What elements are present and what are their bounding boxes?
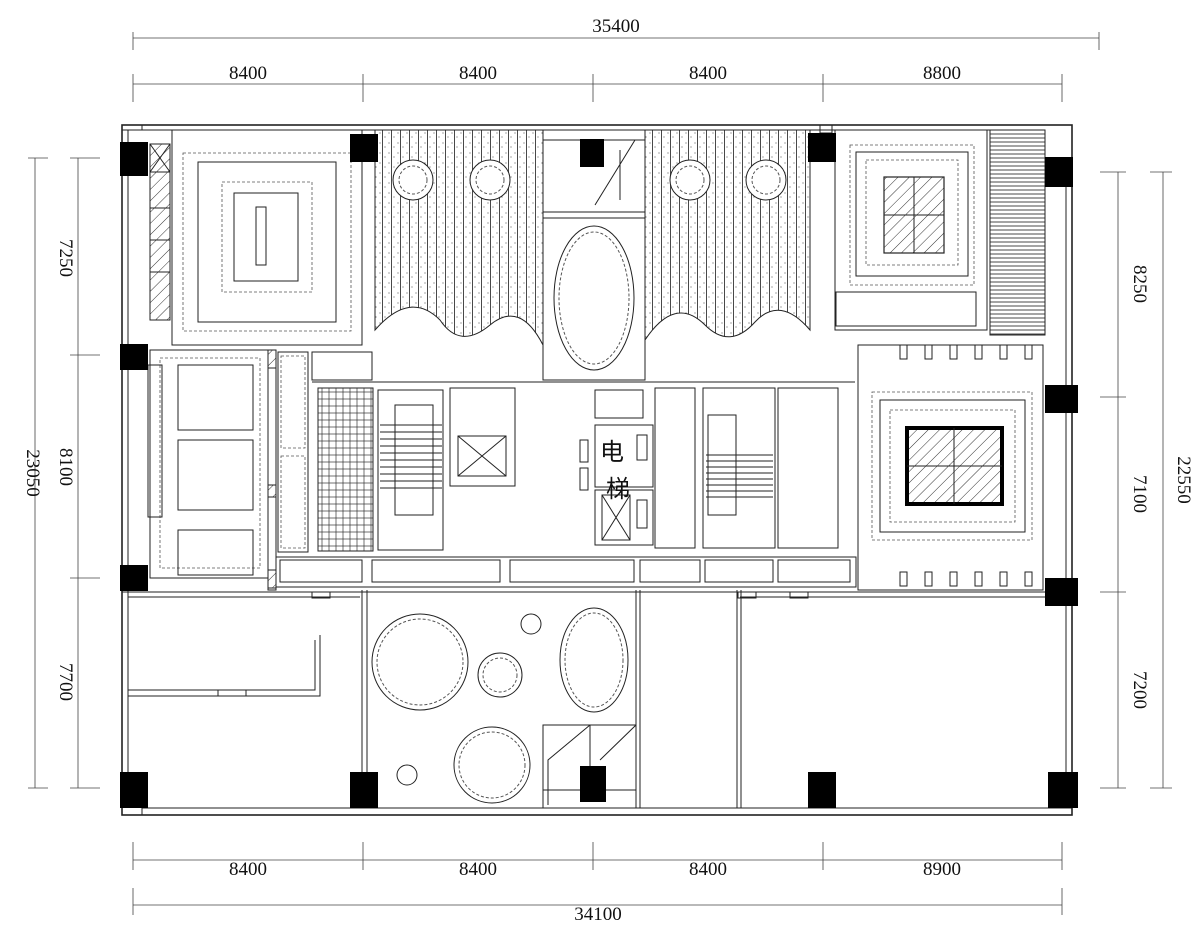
top-total-label: 35400 bbox=[592, 16, 640, 37]
ceiling-grid-area bbox=[317, 387, 374, 552]
ceiling-room-right-middle bbox=[857, 344, 1044, 591]
stairs-right bbox=[702, 387, 776, 549]
right-dimension-segments: 8250 7100 7200 bbox=[1100, 171, 1150, 789]
top-dimension-segments: 8400 8400 8400 8800 bbox=[132, 63, 1063, 102]
ceiling-corridor-panels bbox=[275, 351, 857, 588]
left-dimension-total: 23050 bbox=[22, 157, 48, 789]
bottom-seg-3: 8400 bbox=[689, 859, 727, 880]
bottom-total-label: 34100 bbox=[574, 904, 622, 925]
left-dimension-segments: 7250 8100 7700 bbox=[55, 157, 100, 789]
top-dimension-total: 35400 bbox=[132, 16, 1100, 50]
top-seg-1: 8400 bbox=[229, 63, 267, 84]
bottom-dimension-total: 34100 bbox=[132, 888, 1063, 925]
left-seg-1: 7250 bbox=[55, 239, 76, 277]
stairs-left bbox=[377, 389, 444, 551]
top-seg-2: 8400 bbox=[459, 63, 497, 84]
bottom-dimension-segments: 8400 8400 8400 8900 bbox=[132, 842, 1063, 880]
right-seg-3: 7200 bbox=[1129, 671, 1150, 709]
elevator-shaft-left bbox=[449, 387, 516, 487]
ceiling-room-bottom-center bbox=[371, 607, 637, 808]
left-total-label: 23050 bbox=[22, 449, 43, 497]
service-rooms bbox=[312, 381, 855, 549]
left-seg-3: 7700 bbox=[55, 663, 76, 701]
ceiling-room-top-left bbox=[149, 129, 363, 346]
room-bottom-right bbox=[311, 591, 809, 599]
ceiling-wave-right bbox=[644, 129, 811, 342]
right-seg-2: 7100 bbox=[1129, 475, 1150, 513]
right-dimension-total: 22550 bbox=[1150, 171, 1194, 789]
bottom-zone-walls bbox=[122, 590, 1066, 808]
elevator-core: 电 梯 bbox=[579, 389, 654, 546]
right-total-label: 22550 bbox=[1173, 456, 1194, 504]
room-bottom-left bbox=[128, 635, 321, 697]
ceiling-room-left-middle bbox=[147, 349, 277, 591]
structural-columns bbox=[120, 133, 1078, 808]
elevator-label-1: 电 bbox=[600, 438, 624, 466]
top-seg-3: 8400 bbox=[689, 63, 727, 84]
bottom-seg-1: 8400 bbox=[229, 859, 267, 880]
top-seg-4: 8800 bbox=[923, 63, 961, 84]
right-seg-1: 8250 bbox=[1129, 265, 1150, 303]
ceiling-wave-left bbox=[374, 129, 544, 346]
left-seg-2: 8100 bbox=[55, 448, 76, 486]
bottom-seg-4: 8900 bbox=[923, 859, 961, 880]
elevator-label-2: 梯 bbox=[606, 475, 630, 503]
ceiling-center-corridor bbox=[542, 139, 646, 381]
ceiling-room-top-right bbox=[819, 124, 1046, 336]
bottom-seg-2: 8400 bbox=[459, 859, 497, 880]
